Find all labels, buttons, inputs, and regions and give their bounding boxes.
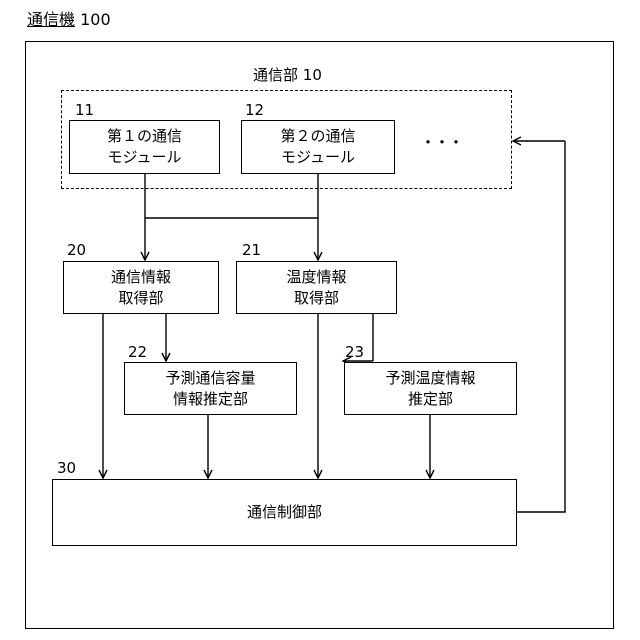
device-title: 通信機 100 xyxy=(27,11,111,29)
pred-comm-line2: 情報推定部 xyxy=(173,389,248,410)
module2-line1: 第２の通信 xyxy=(280,126,355,147)
module1-box: 第１の通信 モジュール xyxy=(69,120,220,174)
comm-unit-label: 通信部 10 xyxy=(253,66,322,84)
temp-info-line1: 温度情報 xyxy=(286,267,346,288)
comm-info-box: 通信情報 取得部 xyxy=(63,261,219,314)
more-modules-ellipsis: ・・・ xyxy=(420,134,462,152)
temp-info-ref: 21 xyxy=(242,241,261,259)
control-ref: 30 xyxy=(57,459,76,477)
pred-temp-ref: 23 xyxy=(345,343,364,361)
module1-line1: 第１の通信 xyxy=(107,126,182,147)
module2-ref: 12 xyxy=(245,101,264,119)
comm-info-ref: 20 xyxy=(67,241,86,259)
comm-info-line1: 通信情報 xyxy=(111,267,171,288)
module2-line2: モジュール xyxy=(281,147,355,168)
control-box: 通信制御部 xyxy=(52,479,517,546)
device-name: 通信機 xyxy=(27,10,75,29)
pred-temp-box: 予測温度情報 推定部 xyxy=(344,362,517,415)
pred-comm-box: 予測通信容量 情報推定部 xyxy=(124,362,297,415)
temp-info-box: 温度情報 取得部 xyxy=(236,261,397,314)
pred-comm-line1: 予測通信容量 xyxy=(165,368,255,389)
device-ref: 100 xyxy=(80,10,111,29)
control-label: 通信制御部 xyxy=(247,502,322,523)
comm-unit-ref: 10 xyxy=(303,66,322,84)
temp-info-line2: 取得部 xyxy=(294,288,339,309)
comm-info-line2: 取得部 xyxy=(118,288,163,309)
module2-box: 第２の通信 モジュール xyxy=(241,120,395,174)
pred-temp-line2: 推定部 xyxy=(408,389,453,410)
module1-ref: 11 xyxy=(75,101,94,119)
pred-temp-line1: 予測温度情報 xyxy=(385,368,475,389)
pred-comm-ref: 22 xyxy=(128,343,147,361)
comm-unit-name: 通信部 xyxy=(253,66,298,84)
module1-line2: モジュール xyxy=(108,147,182,168)
